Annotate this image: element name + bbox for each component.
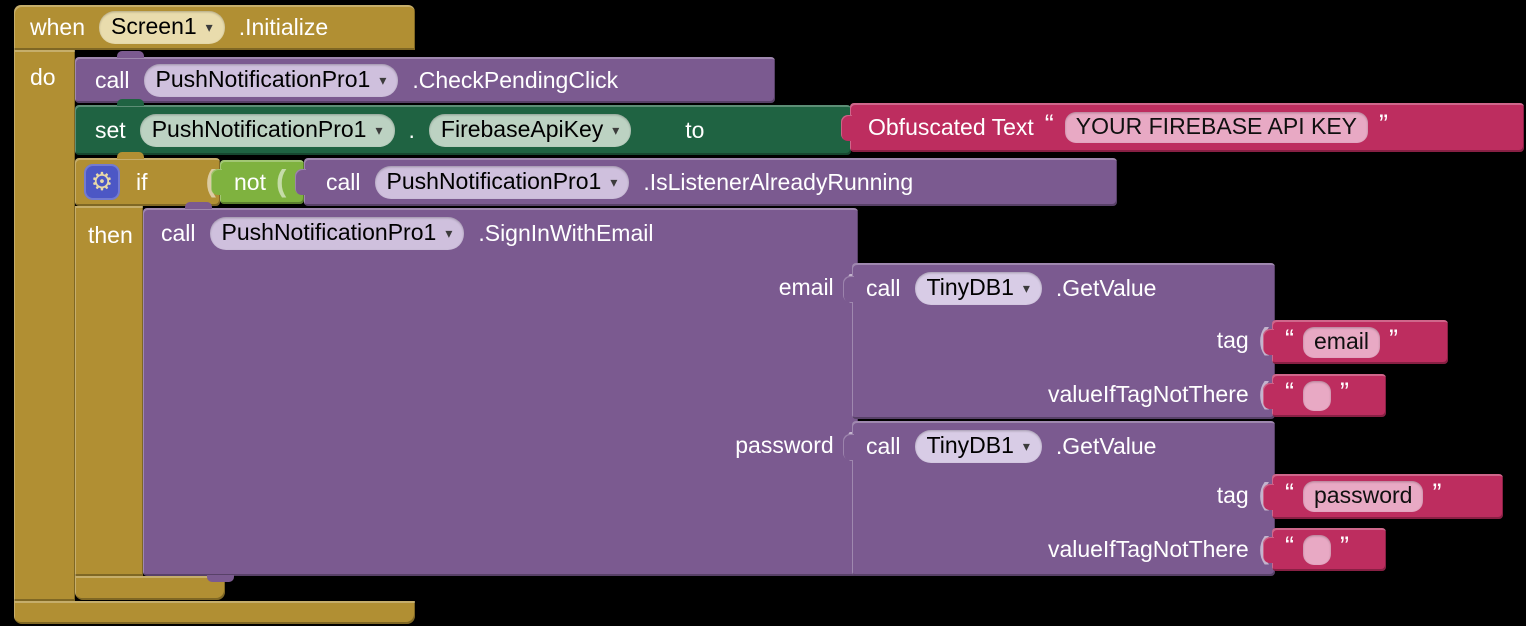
text-field[interactable]: [1303, 380, 1331, 411]
open-quote: “: [1044, 109, 1054, 139]
text-block-empty[interactable]: “ ”: [1272, 528, 1386, 571]
when-keyword: when: [30, 14, 85, 40]
event-name: .Initialize: [238, 14, 329, 40]
not-label: not: [234, 168, 266, 195]
call-keyword: call: [326, 168, 361, 195]
not-logic-block[interactable]: not (: [220, 160, 304, 204]
text-field[interactable]: [1303, 534, 1331, 565]
email-arg-label: email: [778, 274, 834, 300]
dropdown-value: Screen1: [110, 13, 197, 39]
chevron-down-icon: ▾: [1022, 280, 1030, 296]
component-dropdown-screen1[interactable]: Screen1 ▾: [98, 11, 225, 44]
if-block-then-column[interactable]: then: [75, 206, 143, 576]
method-name: .IsListenerAlreadyRunning: [643, 168, 914, 195]
tag-arg-label: tag: [1216, 482, 1249, 508]
socket-icon: (: [275, 162, 287, 198]
method-name: .SignInWithEmail: [478, 220, 654, 246]
property-dropdown-firebaseapikey[interactable]: FirebaseApiKey ▾: [428, 113, 632, 147]
obfuscated-text-block[interactable]: Obfuscated Text “ YOUR FIREBASE API KEY …: [850, 103, 1524, 152]
if-keyword: if: [136, 168, 148, 195]
password-arg-label: password: [735, 432, 834, 458]
call-signinwithemail-block[interactable]: call PushNotificationPro1 ▾ .SignInWithE…: [143, 202, 858, 582]
mutator-gear-icon[interactable]: ⚙: [84, 164, 120, 200]
when-block-bottom-bar[interactable]: [14, 601, 415, 624]
do-keyword: do: [30, 64, 56, 90]
call-keyword: call: [866, 275, 901, 301]
component-dropdown-pushnotificationpro1[interactable]: PushNotificationPro1 ▾: [374, 165, 630, 199]
when-block-left-column[interactable]: do: [14, 50, 75, 601]
method-name: .GetValue: [1055, 433, 1157, 459]
dropdown-value: TinyDB1: [926, 274, 1014, 300]
component-dropdown-tinydb1[interactable]: TinyDB1 ▾: [914, 430, 1042, 463]
if-block-bottom-bar[interactable]: [75, 576, 225, 600]
tag-arg-label: tag: [1216, 327, 1249, 353]
close-quote: ”: [1340, 531, 1349, 561]
chevron-down-icon: ▾: [445, 225, 453, 241]
when-event-block[interactable]: when Screen1 ▾ .Initialize: [14, 5, 415, 50]
call-keyword: call: [161, 220, 196, 246]
call-keyword: call: [95, 66, 130, 93]
dropdown-value: PushNotificationPro1: [221, 219, 437, 245]
chevron-down-icon: ▾: [612, 121, 620, 138]
call-getvalue-password-block[interactable]: call TinyDB1 ▾ .GetValue tag ( valueIfTa…: [843, 421, 1275, 576]
then-keyword: then: [88, 222, 133, 248]
dropdown-value: PushNotificationPro1: [151, 115, 367, 142]
set-keyword: set: [95, 116, 126, 143]
open-quote: “: [1285, 323, 1294, 354]
set-firebaseapikey-block[interactable]: set PushNotificationPro1 ▾ . FirebaseApi…: [75, 99, 851, 155]
dot-separator: .: [408, 116, 415, 143]
chevron-down-icon: ▾: [1022, 438, 1030, 454]
dropdown-value: PushNotificationPro1: [155, 65, 371, 92]
valueiftagnotthere-arg-label: valueIfTagNotThere: [1047, 536, 1249, 562]
dropdown-value: TinyDB1: [926, 432, 1014, 458]
call-keyword: call: [866, 433, 901, 459]
text-block-email[interactable]: “ email ”: [1272, 320, 1448, 364]
obfuscated-text-label: Obfuscated Text: [868, 114, 1034, 140]
chevron-down-icon: ▾: [375, 121, 383, 138]
component-dropdown-tinydb1[interactable]: TinyDB1 ▾: [914, 272, 1042, 305]
dropdown-value: PushNotificationPro1: [386, 167, 602, 194]
if-control-block[interactable]: ⚙ if (: [75, 152, 220, 206]
call-getvalue-email-block[interactable]: call TinyDB1 ▾ .GetValue tag ( valueIfTa…: [843, 263, 1275, 419]
component-dropdown-pushnotificationpro1[interactable]: PushNotificationPro1 ▾: [209, 217, 465, 250]
component-dropdown-pushnotificationpro1[interactable]: PushNotificationPro1 ▾: [139, 113, 395, 147]
to-keyword: to: [685, 116, 705, 143]
call-checkpendingclick-block[interactable]: call PushNotificationPro1 ▾ .CheckPendin…: [75, 51, 775, 103]
component-dropdown-pushnotificationpro1[interactable]: PushNotificationPro1 ▾: [143, 63, 399, 97]
call-islisteneralreadyrunning-block[interactable]: call PushNotificationPro1 ▾ .IsListenerA…: [304, 158, 1117, 206]
valueiftagnotthere-arg-label: valueIfTagNotThere: [1047, 381, 1249, 407]
chevron-down-icon: ▾: [610, 173, 618, 190]
chevron-down-icon: ▾: [379, 71, 387, 88]
open-quote: “: [1285, 377, 1294, 407]
text-block-empty[interactable]: “ ”: [1272, 374, 1386, 417]
close-quote: ”: [1340, 377, 1349, 407]
close-quote: ”: [1388, 323, 1398, 354]
method-name: .CheckPendingClick: [412, 66, 619, 93]
text-field[interactable]: email: [1303, 326, 1380, 358]
obfuscated-text-field[interactable]: YOUR FIREBASE API KEY: [1064, 112, 1368, 143]
text-field[interactable]: password: [1303, 481, 1424, 512]
dropdown-value: FirebaseApiKey: [440, 115, 604, 142]
open-quote: “: [1285, 478, 1294, 508]
close-quote: ”: [1432, 478, 1442, 508]
text-block-password[interactable]: “ password ”: [1272, 474, 1503, 519]
close-quote: ”: [1379, 109, 1388, 139]
chevron-down-icon: ▾: [205, 19, 213, 35]
open-quote: “: [1285, 531, 1294, 561]
method-name: .GetValue: [1055, 275, 1157, 301]
